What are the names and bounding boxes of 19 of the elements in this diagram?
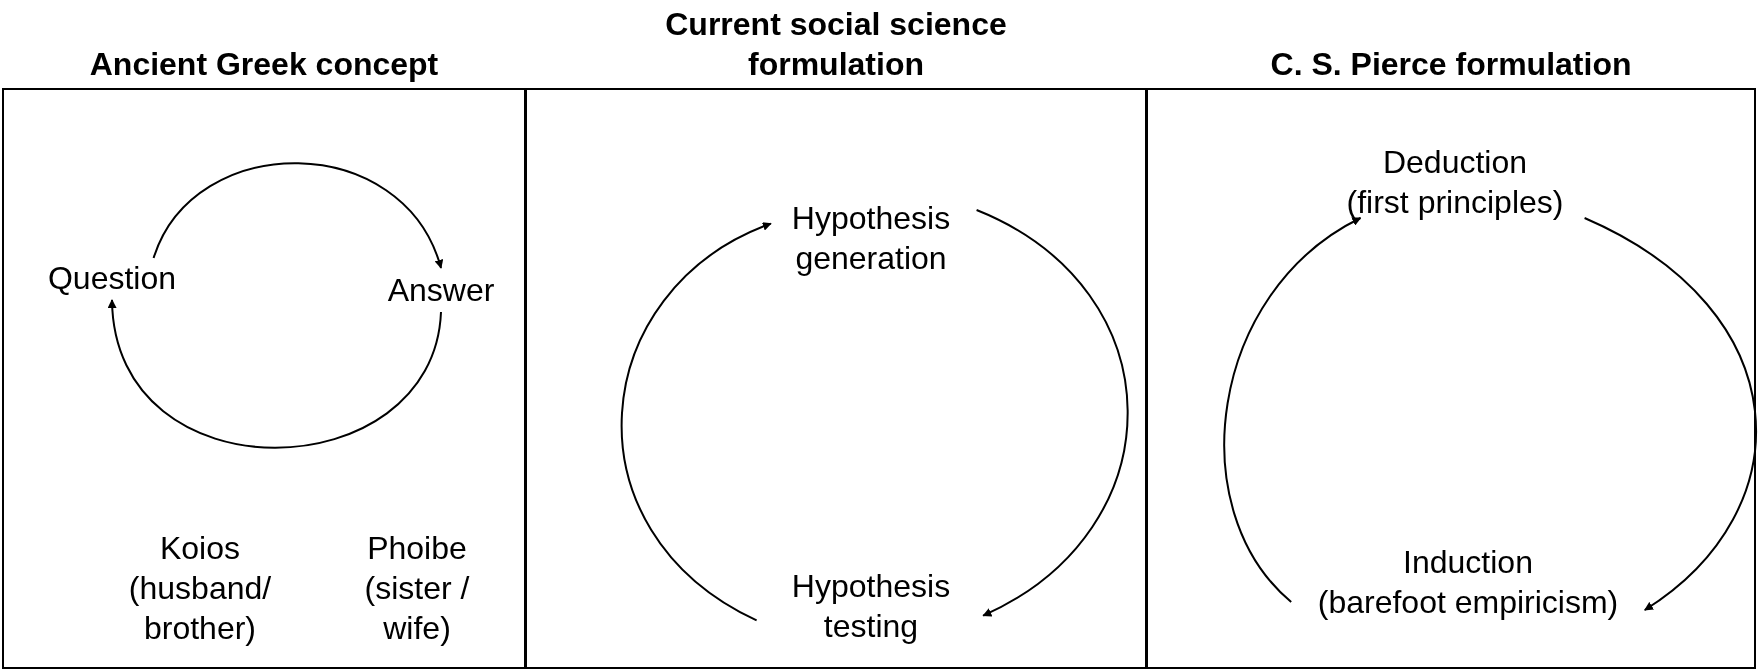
curved-arrow: [621, 222, 772, 622]
deity-label: Koios (husband/ brother): [127, 529, 273, 648]
node-text: Deduction: [1381, 143, 1529, 182]
panel-heading: Current social science formulation: [664, 5, 1008, 84]
node-text: (barefoot empiricism): [1316, 583, 1620, 622]
node-text: (first principles): [1345, 183, 1565, 222]
curved-arrow: [1583, 217, 1757, 611]
node-text: Hypothesis testing: [790, 567, 952, 646]
panel-heading: C. S. Pierce formulation: [1269, 45, 1633, 84]
curved-arrow: [975, 209, 1129, 617]
node-text: Hypothesis generation: [790, 199, 952, 278]
panel-heading: Ancient Greek concept: [88, 45, 440, 84]
curved-arrow: [108, 299, 442, 449]
node-text: Induction: [1402, 543, 1534, 582]
curved-arrow: [152, 162, 443, 269]
curved-arrow: [1223, 217, 1362, 603]
deity-label: Phoibe (sister / wife): [363, 529, 471, 648]
node-text: Answer: [386, 271, 496, 310]
node-text: Question: [46, 259, 178, 298]
